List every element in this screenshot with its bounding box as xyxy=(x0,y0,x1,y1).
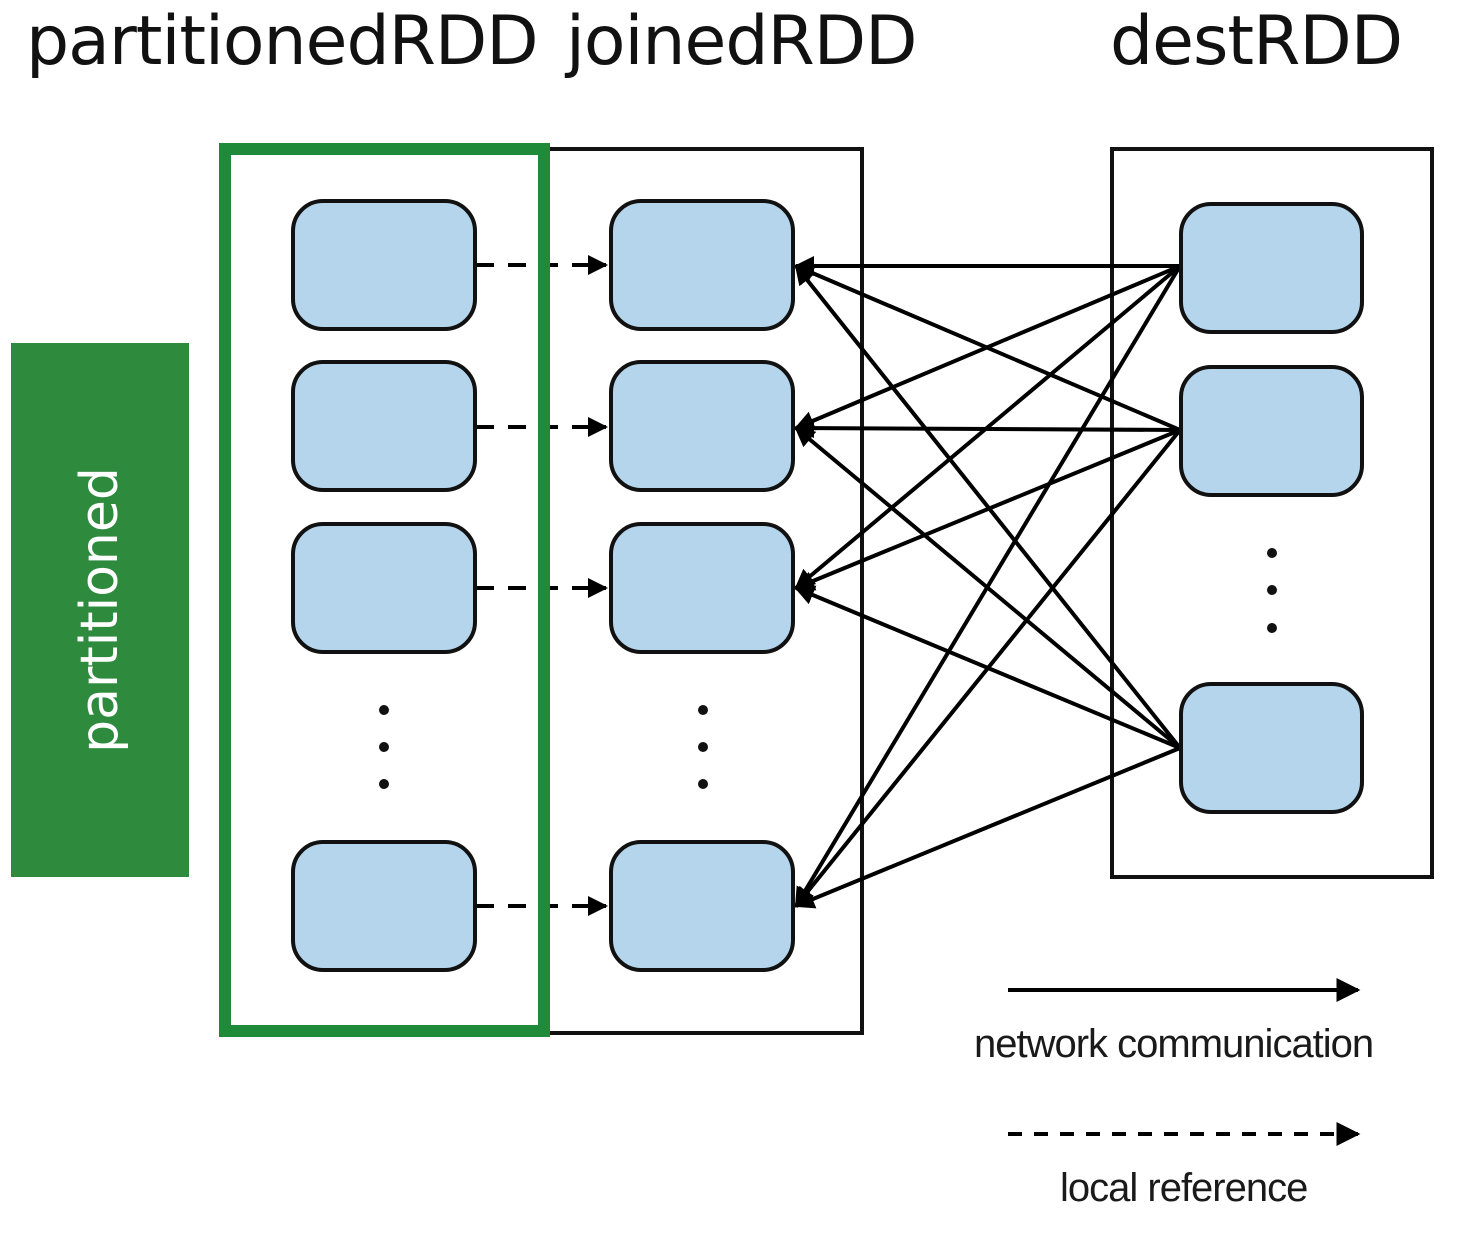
link-d2-j1 xyxy=(794,263,1181,432)
link-d3-j2 xyxy=(794,426,1182,750)
partitioned-partition-4 xyxy=(291,840,477,972)
link-d3-j3 xyxy=(794,585,1181,750)
dest-ellipsis xyxy=(1267,548,1277,633)
dest-partition-3 xyxy=(1179,682,1364,814)
link-d2-j2 xyxy=(794,418,1181,439)
partitioned-partition-3 xyxy=(291,522,477,654)
dest-partition-1 xyxy=(1179,202,1364,334)
link-d3-j1 xyxy=(794,264,1182,750)
legend-network-label: network communication xyxy=(974,1022,1374,1066)
joined-partition-3 xyxy=(609,522,795,654)
joined-ellipsis xyxy=(698,705,708,789)
dest-rdd-title: destRDD xyxy=(1110,2,1403,81)
partitioned-rdd-highlight xyxy=(219,143,550,1037)
legend-local-label: local reference xyxy=(1060,1166,1308,1210)
partitioned-rdd-title: partitionedRDD xyxy=(26,2,539,81)
joined-partition-1 xyxy=(609,199,795,331)
joined-partition-4 xyxy=(609,840,795,972)
network-links xyxy=(794,256,1182,909)
partitioned-partition-1 xyxy=(291,199,477,331)
partitioned-ellipsis xyxy=(379,705,389,789)
partitioned-label-box: partitioned xyxy=(11,343,189,877)
joined-partition-2 xyxy=(609,360,795,492)
dest-partition-2 xyxy=(1179,365,1364,497)
link-d3-j4 xyxy=(794,746,1181,909)
joined-rdd-title: joinedRDD xyxy=(566,2,917,81)
partitioned-partition-2 xyxy=(291,360,477,492)
